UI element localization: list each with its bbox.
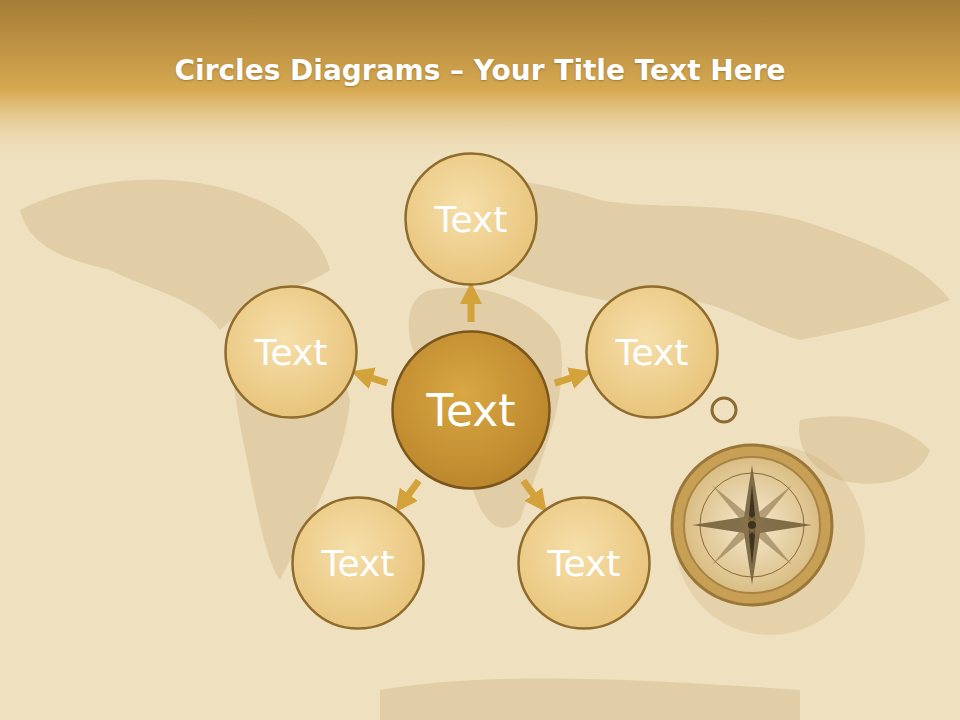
circle-label: Text <box>435 199 508 240</box>
circle-label: Text <box>322 543 395 584</box>
slide-title: Circles Diagrams – Your Title Text Here <box>0 54 960 87</box>
outer-circle: Text <box>224 285 358 419</box>
circle-label: Text <box>616 332 689 373</box>
block-arrow <box>406 481 419 498</box>
block-arrow <box>368 377 387 383</box>
outer-circle: Text <box>517 496 651 630</box>
outer-circle: Text <box>291 496 425 630</box>
block-arrow <box>468 300 475 322</box>
outer-circle: Text <box>404 152 538 286</box>
block-arrow <box>555 377 575 383</box>
center-circle: Text <box>391 330 551 490</box>
compass-illustration <box>672 398 865 635</box>
circle-label: Text <box>427 385 516 436</box>
outer-circle: Text <box>585 285 719 419</box>
circle-label: Text <box>255 332 328 373</box>
block-arrow <box>523 481 536 498</box>
circle-label: Text <box>548 543 621 584</box>
